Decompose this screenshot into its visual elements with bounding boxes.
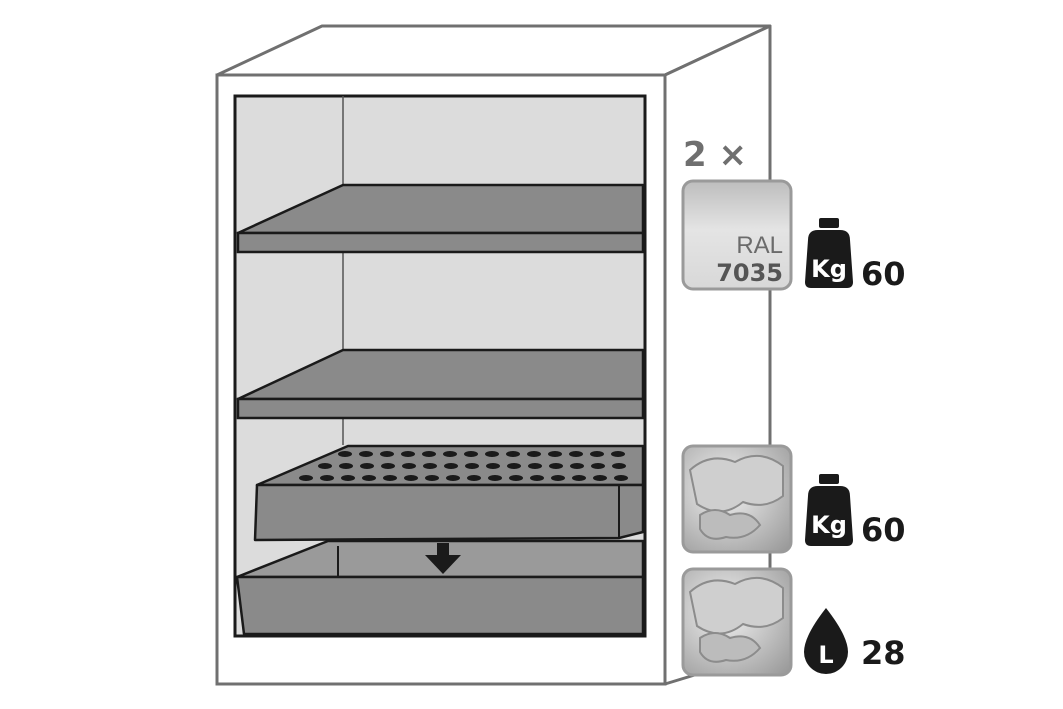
insert-hole bbox=[551, 475, 565, 481]
insert-hole bbox=[507, 463, 521, 469]
insert-hole bbox=[402, 463, 416, 469]
perforated-insert bbox=[253, 444, 645, 542]
shelf-2 bbox=[236, 348, 645, 420]
load-value-3: 28 bbox=[861, 634, 906, 672]
insert-hole bbox=[359, 451, 373, 457]
insert-hole bbox=[465, 463, 479, 469]
down-arrow-icon bbox=[425, 543, 461, 574]
load-value-1: 60 bbox=[861, 255, 906, 293]
insert-hole bbox=[485, 451, 499, 457]
ral-label: RAL bbox=[736, 232, 783, 259]
ral-code: 7035 bbox=[716, 259, 783, 287]
load-unit-2: Kg bbox=[811, 511, 847, 539]
drop-icon: L bbox=[804, 608, 848, 674]
insert-hole bbox=[612, 463, 626, 469]
weight-icon: Kg bbox=[805, 218, 853, 288]
load-unit-3: L bbox=[818, 641, 833, 669]
insert-hole bbox=[360, 463, 374, 469]
galvanized-swatch-2 bbox=[681, 567, 793, 677]
insert-hole bbox=[299, 475, 313, 481]
insert-hole bbox=[530, 475, 544, 481]
insert-hole bbox=[593, 475, 607, 481]
insert-hole bbox=[590, 451, 604, 457]
insert-hole bbox=[423, 463, 437, 469]
insert-hole bbox=[486, 463, 500, 469]
insert-hole bbox=[338, 451, 352, 457]
insert-hole bbox=[446, 475, 460, 481]
insert-hole bbox=[444, 463, 458, 469]
insert-hole bbox=[381, 463, 395, 469]
insert-hole bbox=[425, 475, 439, 481]
quantity-label: 2 × bbox=[683, 135, 747, 175]
weight-icon: Kg bbox=[805, 474, 853, 546]
insert-hole bbox=[339, 463, 353, 469]
insert-hole bbox=[509, 475, 523, 481]
insert-hole bbox=[467, 475, 481, 481]
insert-hole bbox=[464, 451, 478, 457]
insert-hole bbox=[320, 475, 334, 481]
insert-hole bbox=[572, 475, 586, 481]
shelf-1 bbox=[236, 183, 645, 254]
insert-hole bbox=[548, 451, 562, 457]
insert-holes bbox=[299, 451, 628, 481]
insert-hole bbox=[404, 475, 418, 481]
insert-hole bbox=[318, 463, 332, 469]
insert-hole bbox=[614, 475, 628, 481]
insert-hole bbox=[341, 475, 355, 481]
insert-hole bbox=[443, 451, 457, 457]
insert-hole bbox=[570, 463, 584, 469]
insert-hole bbox=[611, 451, 625, 457]
insert-hole bbox=[488, 475, 502, 481]
insert-hole bbox=[506, 451, 520, 457]
insert-hole bbox=[401, 451, 415, 457]
load-value-2: 60 bbox=[861, 511, 906, 549]
insert-hole bbox=[383, 475, 397, 481]
insert-hole bbox=[569, 451, 583, 457]
insert-hole bbox=[422, 451, 436, 457]
galvanized-swatch-1 bbox=[681, 444, 793, 554]
insert-hole bbox=[591, 463, 605, 469]
insert-hole bbox=[528, 463, 542, 469]
load-unit-1: Kg bbox=[811, 255, 847, 283]
insert-hole bbox=[527, 451, 541, 457]
insert-hole bbox=[549, 463, 563, 469]
ral-swatch: RAL 7035 bbox=[681, 179, 793, 291]
insert-hole bbox=[380, 451, 394, 457]
insert-hole bbox=[362, 475, 376, 481]
